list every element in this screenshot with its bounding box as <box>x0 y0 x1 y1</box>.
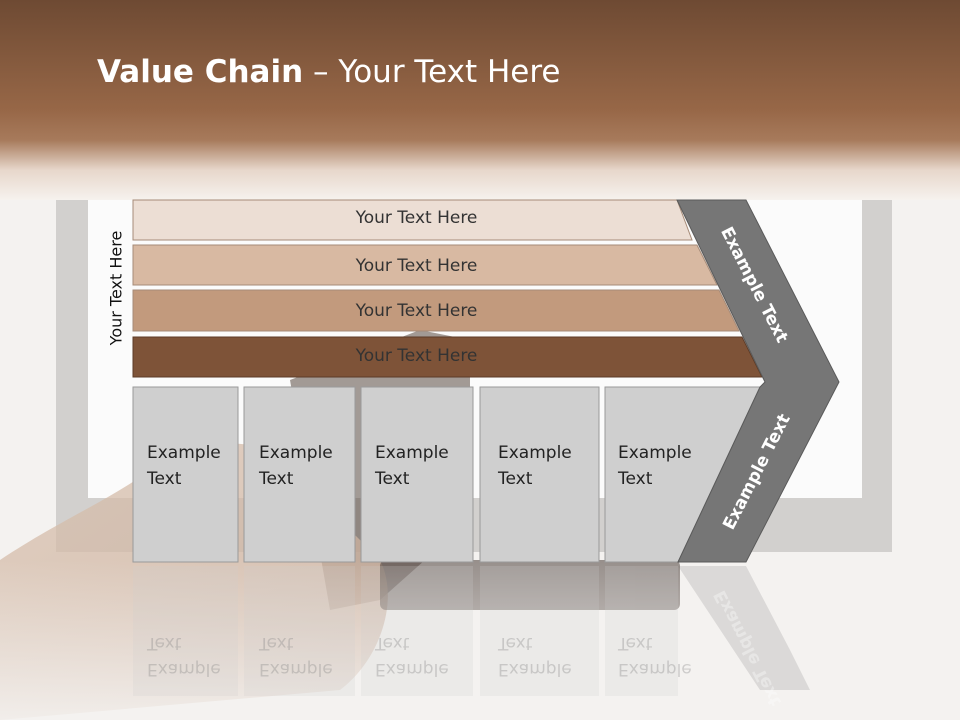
title-rest: – Your Text Here <box>303 54 561 90</box>
bar-1-label: Your Text Here <box>355 208 478 228</box>
box-4 <box>479 386 600 563</box>
bar-2 <box>132 244 718 286</box>
box-3 <box>360 386 474 563</box>
slide-title: Value Chain – Your Text Here <box>97 54 560 90</box>
bar-3 <box>132 289 740 332</box>
bar-4-label: Your Text Here <box>355 346 478 366</box>
box-1 <box>132 386 239 563</box>
bar-4 <box>132 336 763 378</box>
chevron-arrow <box>676 199 840 563</box>
bar-1 <box>132 199 693 241</box>
side-label: Your Text Here <box>106 230 126 346</box>
bar-3-label: Your Text Here <box>355 301 478 321</box>
header-band <box>0 0 960 200</box>
bar-2-label: Your Text Here <box>355 256 478 276</box>
title-bold: Value Chain <box>97 54 304 90</box>
box-2 <box>243 386 356 563</box>
